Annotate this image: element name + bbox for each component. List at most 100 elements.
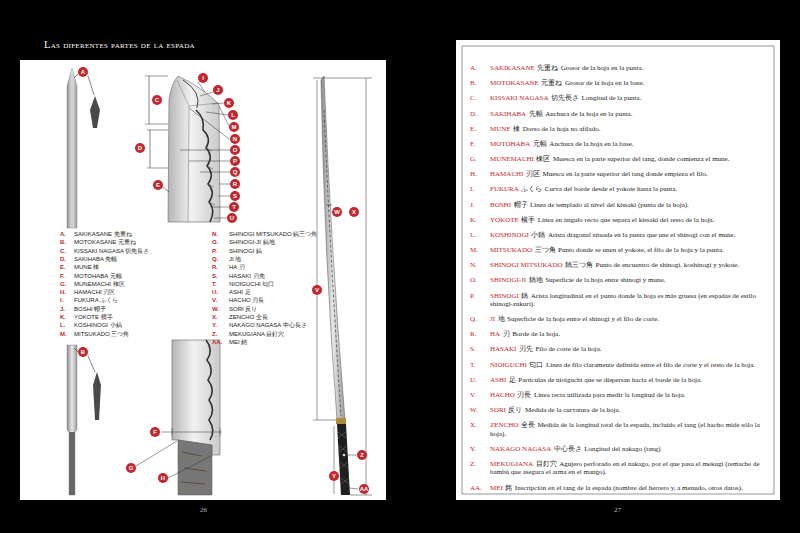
entry-letter: X. xyxy=(470,421,477,429)
callout-letter: R xyxy=(230,179,240,189)
page-panels xyxy=(462,46,774,494)
callout-letter: O xyxy=(230,145,240,155)
entry-term: SHINOGI MITSUKADO xyxy=(490,261,563,269)
part-name: YOKOTE 横手 xyxy=(74,314,113,320)
full-sword-view xyxy=(326,205,332,206)
callout-letter: L xyxy=(228,110,238,120)
list-letter: S. xyxy=(212,273,218,279)
entry-letter: B. xyxy=(470,79,476,87)
list-letter: L. xyxy=(60,322,65,328)
entry-description: Inscripción en el tang de la espada (nom… xyxy=(515,484,743,492)
callout-letter: N xyxy=(230,134,240,144)
entry-row: B.MOTOKASANE元重ねGrosor de la hoja en la b… xyxy=(490,79,772,87)
entry-letter: I. xyxy=(470,185,474,193)
entry-row: O.SHINOGI-JI鎬地Superficie de la hoja entr… xyxy=(490,276,772,284)
part-name: SAKIKASANE 先重ね xyxy=(74,231,132,237)
entry-row: M.MITSUKADO三つ角Punto donde se unen el yok… xyxy=(490,246,772,254)
entry-term: HACHO xyxy=(490,391,515,399)
tip-detail-view xyxy=(147,168,168,169)
part-name: MOTOHABA 元幅 xyxy=(74,273,122,279)
entry-description: Partículas de nioiguchi que se dispersan… xyxy=(518,376,702,384)
tip-detail-view xyxy=(149,76,150,124)
list-letter: T. xyxy=(212,281,217,287)
entry-row: P.SHINOGI鎬Arista longitudinal en el punt… xyxy=(490,292,772,309)
entry-description: Medida de la curvatura de la hoja. xyxy=(525,406,620,414)
entry-letter: Y. xyxy=(470,445,476,453)
entry-term: SAKIKASANE xyxy=(490,64,535,72)
entry-kanji: 横手 xyxy=(521,216,535,224)
callout-letter: Y xyxy=(329,471,339,481)
full-sword-view xyxy=(350,495,372,496)
callout-letter: U xyxy=(227,213,237,223)
full-sword-view xyxy=(313,78,372,79)
callout-letter: Z xyxy=(357,450,367,460)
page-title: Las diferentes partes de la espada xyxy=(44,40,195,51)
entry-letter: D. xyxy=(470,110,477,118)
entry-kanji: 刃 xyxy=(503,330,510,338)
entry-kanji: 小鎬 xyxy=(531,231,545,239)
part-name: MEKUGIANA 目釘穴 xyxy=(229,331,284,337)
part-name: SHINOGI 鎬 xyxy=(229,248,262,254)
list-letter: C. xyxy=(60,248,66,254)
part-name: SORI 反り xyxy=(229,306,257,312)
tip-detail-view xyxy=(189,103,218,106)
full-sword-view xyxy=(334,426,335,494)
tip-detail-view xyxy=(147,130,168,131)
entry-kanji: 刃区 xyxy=(526,170,540,178)
list-letter: Q. xyxy=(212,256,218,262)
list-letter: X. xyxy=(212,314,218,320)
entry-description: Dorso de la hoja no afilado. xyxy=(523,125,601,133)
entry-description: Arista diagonal situada en la punta que … xyxy=(548,231,736,239)
entry-letter: Q. xyxy=(470,315,477,323)
entry-kanji: 匂口 xyxy=(529,361,543,369)
entry-description: Línea de templado al nivel del kissaki (… xyxy=(530,201,689,209)
page-panels xyxy=(456,40,780,500)
list-letter: M. xyxy=(60,331,67,337)
base-blade-view xyxy=(93,372,101,420)
page-panels xyxy=(20,60,386,500)
entry-term: KISSAKI NAGASA xyxy=(490,94,549,102)
entry-term: SORI xyxy=(490,406,506,414)
tip-blade-view xyxy=(72,74,73,228)
full-sword-view xyxy=(346,455,357,456)
entry-term: KOSHINOGI xyxy=(490,231,529,239)
full-sword-view xyxy=(313,420,336,421)
entry-description: Anchura de la hoja en la punta. xyxy=(545,110,632,118)
entry-letter: W. xyxy=(470,406,478,414)
list-letter: Z. xyxy=(212,331,217,337)
entry-term: MUNEMACHI xyxy=(490,155,534,163)
tip-detail-view xyxy=(168,76,220,222)
entry-kanji: 元重ね xyxy=(541,79,562,87)
entry-description: Línea recta utilizada para medir la long… xyxy=(534,391,686,399)
entry-term: SHINOGI xyxy=(490,292,519,300)
part-name: BOSHI 帽子 xyxy=(74,306,106,312)
tip-blade-view xyxy=(67,68,77,228)
entry-row: N.SHINOGI MITSUKADO鎬三つ角Punto de encuentr… xyxy=(490,261,772,269)
tip-detail-view xyxy=(145,76,230,222)
entry-kanji: 先重ね xyxy=(537,64,558,72)
entry-letter: L. xyxy=(470,231,476,239)
entry-kanji: 鎬 xyxy=(521,292,528,300)
part-name: HA 刃 xyxy=(229,264,245,270)
entry-term: BOSHI xyxy=(490,201,511,209)
tip-detail-view xyxy=(183,80,198,108)
base-detail-view xyxy=(168,456,211,478)
part-name: MUNE 棟 xyxy=(74,264,99,270)
list-letter: I. xyxy=(60,297,63,303)
entry-kanji: 刃長 xyxy=(517,391,531,399)
list-letter: O. xyxy=(212,239,218,245)
entry-row: W.SORI反りMedida de la curvatura de la hoj… xyxy=(490,406,772,414)
list-letter: H. xyxy=(60,289,66,295)
list-letter: D. xyxy=(60,256,66,262)
entry-letter: O. xyxy=(470,276,477,284)
callout-letter: M xyxy=(229,122,239,132)
list-letter: P. xyxy=(212,248,217,254)
callout-letter: X xyxy=(349,207,359,217)
entry-letter: K. xyxy=(470,216,477,224)
base-detail-view xyxy=(136,340,222,495)
list-letter: AA. xyxy=(212,339,222,345)
base-detail-view xyxy=(172,340,220,455)
entry-letter: S. xyxy=(470,345,476,353)
entry-row: C.KISSAKI NAGASA切先長さLongitud de la punta… xyxy=(490,94,772,102)
